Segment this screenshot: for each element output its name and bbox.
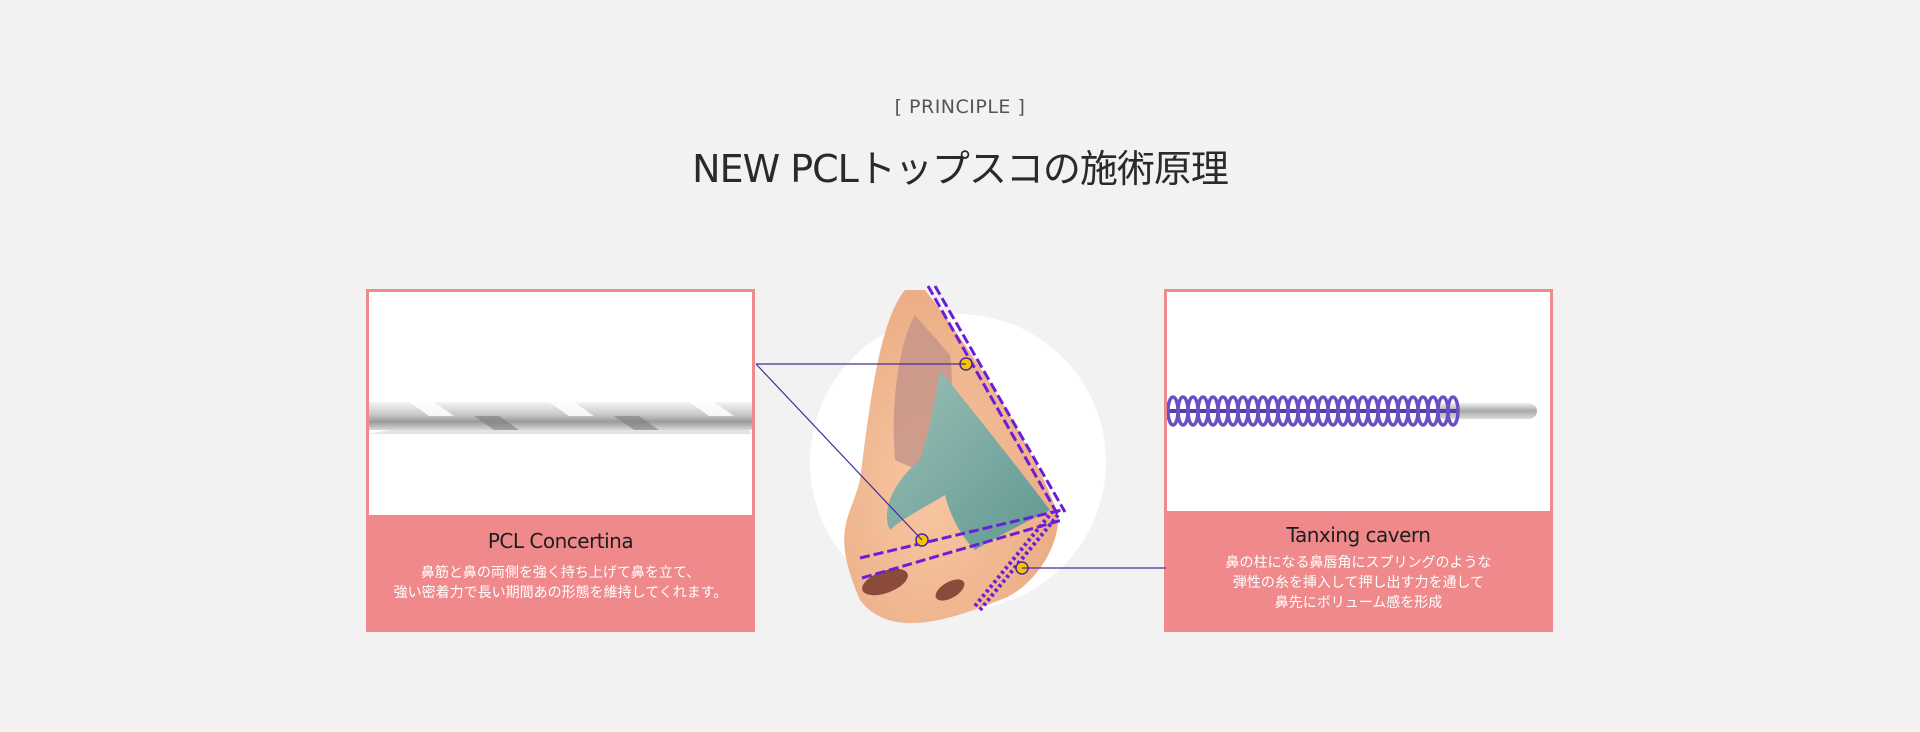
spring-coil-icon [1167,395,1537,427]
card-title: PCL Concertina [487,529,634,553]
card-description: 鼻の柱になる鼻唇角にスプリングのような 弾性の糸を挿入して押し出す力を通して 鼻… [1167,553,1550,613]
pcl-concertina-caption: PCL Concertina 鼻筋と鼻の両側を強く持ち上げて鼻を立て、 強い密着… [369,515,752,629]
tanxing-cavern-card: Tanxing cavern 鼻の柱になる鼻唇角にスプリングのような 弾性の糸を… [1164,289,1553,632]
zigzag-thread-icon [369,402,752,434]
card-description-line: 強い密着力で長い期間あの形態を維持してくれます。 [393,585,728,601]
nose-anatomy-illustration [810,285,1106,624]
nostril-left [862,568,908,596]
pcl-concertina-card: PCL Concertina 鼻筋と鼻の両側を強く持ち上げて鼻を立て、 強い密着… [366,289,755,632]
concertina-thread-illustration [369,292,752,518]
nose-bridge-threads [926,285,1067,516]
nose-side-threads [859,508,1063,580]
section-eyebrow: [ PRINCIPLE ] [894,96,1026,118]
nostril-right [935,579,965,601]
card-title: Tanxing cavern [1286,523,1431,547]
tanxing-cavern-caption: Tanxing cavern 鼻の柱になる鼻唇角にスプリングのような 弾性の糸を… [1167,511,1550,629]
card-description-line: 鼻筋と鼻の両側を強く持ち上げて鼻を立て、 [420,565,701,581]
spring-coil-loop [1446,395,1460,427]
marker-dot [915,533,929,547]
card-description-line: 鼻の柱になる鼻唇角にスプリングのような [1225,555,1492,571]
spring-coils [1167,395,1460,427]
spring-thread-illustration [1167,292,1550,514]
card-description: 鼻筋と鼻の両側を強く持ち上げて鼻を立て、 強い密着力で長い期間あの形態を維持して… [369,563,752,603]
section-title: NEW PCLトップスコの施術原理 [692,147,1229,191]
card-description-line: 鼻先にボリューム感を形成 [1274,595,1443,611]
card-description-line: 弾性の糸を挿入して押し出す力を通して [1232,575,1485,591]
marker-dot [1015,561,1029,575]
marker-dot [959,357,973,371]
nasal-cartilage [886,370,1050,550]
